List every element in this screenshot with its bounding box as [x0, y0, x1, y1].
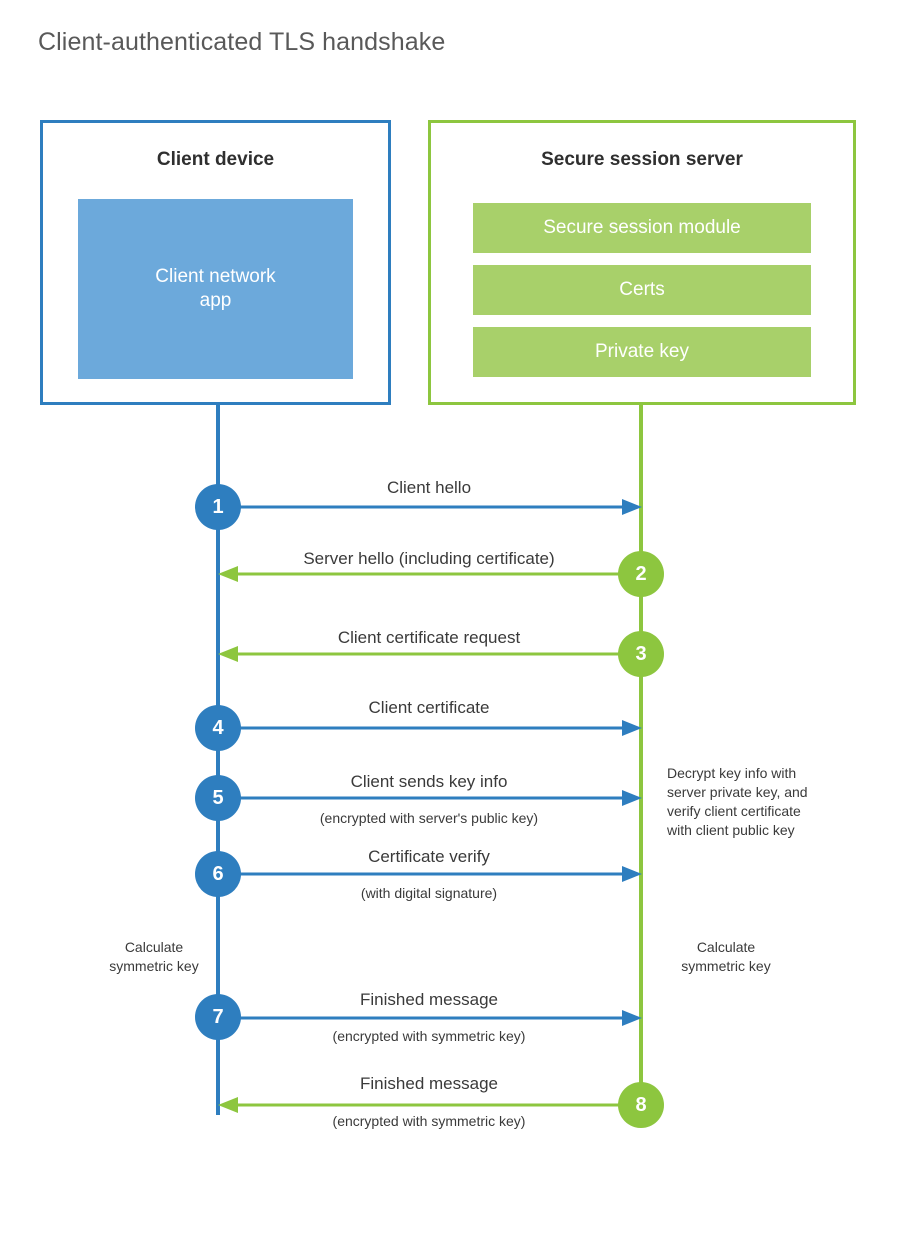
step-1-label: Client hello [386, 478, 472, 497]
step-4-label: Client certificate [368, 698, 490, 717]
step-1-arrow [218, 498, 642, 516]
server-lifeline [639, 405, 643, 1105]
step-circle-6: 6 [195, 851, 241, 897]
client-network-app-block: Client network app [78, 199, 353, 379]
step-3-arrow [218, 645, 642, 663]
step-7-label: Finished message [360, 990, 498, 1009]
secure-session-server-title: Secure session server [541, 149, 743, 170]
step-4-arrow [218, 719, 642, 737]
step-circle-8: 8 [618, 1082, 664, 1128]
step-7-sublabel: (encrypted with symmetric key) [332, 1028, 526, 1044]
server-module-certs: Certs [473, 265, 811, 315]
step-5-arrow [218, 789, 642, 807]
server-module-secure-session-module: Secure session module [473, 203, 811, 253]
note-server-decrypt: Decrypt key info with server private key… [667, 765, 808, 838]
step-circle-2: 2 [618, 551, 664, 597]
secure-session-server-box: Secure session server Secure session mod… [428, 120, 856, 405]
step-7-arrow [218, 1009, 642, 1027]
page-title: Client-authenticated TLS handshake [38, 28, 446, 56]
note-server-calculate-symmetric-key: Calculate symmetric key [681, 939, 771, 974]
server-module-private-key: Private key [473, 327, 811, 377]
step-6-arrow [218, 865, 642, 883]
step-2-arrow [218, 565, 642, 583]
step-circle-4: 4 [195, 705, 241, 751]
step-circle-3: 3 [618, 631, 664, 677]
step-6-sublabel: (with digital signature) [360, 885, 498, 901]
client-device-box: Client device Client network app [40, 120, 391, 405]
step-circle-5: 5 [195, 775, 241, 821]
step-circle-1: 1 [195, 484, 241, 530]
step-2-label: Server hello (including certificate) [303, 549, 555, 568]
note-client-calculate-symmetric-key: Calculate symmetric key [109, 939, 199, 974]
step-6-label: Certificate verify [368, 847, 490, 866]
step-8-arrow [218, 1096, 642, 1114]
step-8-label: Finished message [360, 1074, 498, 1093]
client-lifeline [216, 405, 220, 1115]
step-circle-7: 7 [195, 994, 241, 1040]
step-5-label: Client sends key info [350, 772, 508, 791]
step-5-sublabel: (encrypted with server's public key) [319, 810, 539, 826]
step-3-label: Client certificate request [337, 628, 521, 647]
client-device-title: Client device [156, 149, 275, 170]
step-8-sublabel: (encrypted with symmetric key) [332, 1113, 526, 1129]
